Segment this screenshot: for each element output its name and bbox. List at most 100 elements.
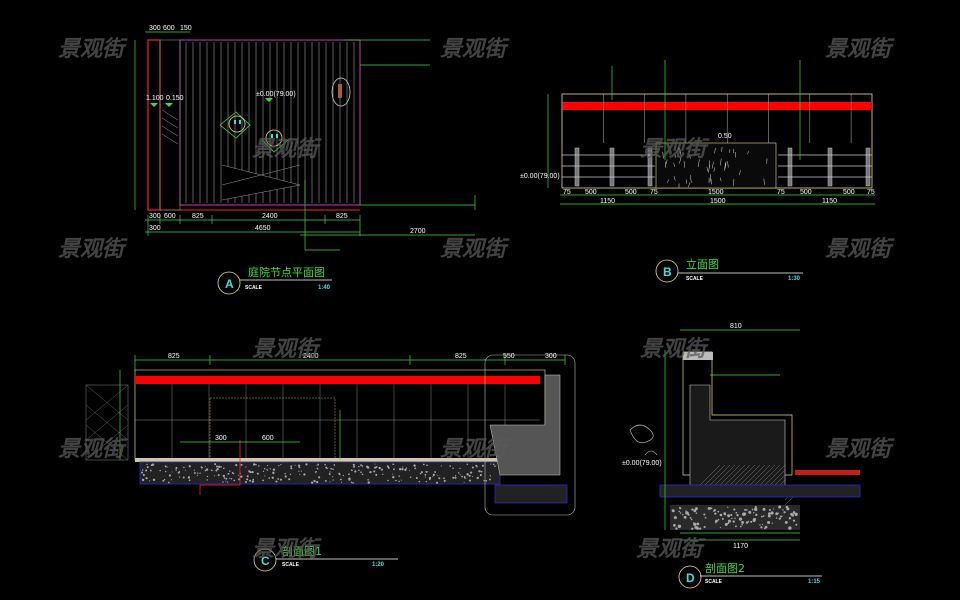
gravel bbox=[794, 512, 798, 516]
gravel bbox=[762, 507, 766, 511]
gravel bbox=[792, 519, 796, 522]
gravel bbox=[741, 520, 745, 524]
gravel bbox=[398, 480, 400, 483]
gravel bbox=[672, 510, 674, 512]
gravel bbox=[214, 463, 217, 466]
gravel bbox=[730, 513, 733, 517]
gravel bbox=[240, 475, 243, 478]
gravel bbox=[791, 513, 795, 517]
gravel bbox=[340, 478, 342, 481]
gravel bbox=[479, 473, 482, 477]
dim-label: 500 bbox=[843, 189, 855, 196]
watermarks: 景观街 景观街 景观街 景观街 景观街 景观街 景观街 景观街 景观街 景观街 … bbox=[58, 37, 895, 562]
gravel bbox=[183, 466, 185, 469]
gravel bbox=[428, 476, 432, 480]
gravel bbox=[225, 477, 228, 480]
dim-label: 600 bbox=[262, 435, 274, 442]
dim-label: 1150 bbox=[822, 198, 837, 205]
gravel bbox=[778, 517, 781, 520]
gravel bbox=[736, 514, 739, 517]
gravel bbox=[466, 463, 468, 466]
gravel bbox=[696, 522, 700, 526]
gravel bbox=[268, 477, 271, 479]
gravel bbox=[206, 475, 209, 478]
gravel bbox=[275, 480, 278, 483]
level-marker-icon bbox=[150, 103, 173, 107]
gravel bbox=[170, 479, 173, 481]
gravel bbox=[328, 473, 331, 475]
gravel bbox=[210, 469, 213, 472]
gravel bbox=[230, 478, 233, 480]
gravel bbox=[338, 472, 341, 475]
gravel bbox=[471, 475, 474, 478]
scale-label: SCALE bbox=[282, 562, 300, 568]
dim-label: 825 bbox=[336, 213, 348, 220]
watermark: 景观街 bbox=[58, 237, 128, 262]
elevation-level-top: 0.50 bbox=[718, 133, 732, 140]
gravel bbox=[734, 517, 736, 520]
gravel bbox=[182, 476, 185, 479]
watermark: 景观街 bbox=[252, 337, 322, 362]
gravel bbox=[272, 468, 276, 471]
rock-crack bbox=[662, 151, 664, 159]
panel-b-elevation: 75 500 500 75 1500 75 500 500 75 1150 15… bbox=[520, 60, 875, 283]
gravel bbox=[142, 473, 145, 477]
rock-crack bbox=[732, 179, 735, 187]
elevation-railings bbox=[562, 154, 872, 178]
gravel-texture bbox=[141, 463, 496, 484]
gravel bbox=[452, 476, 455, 479]
gravel bbox=[246, 478, 249, 481]
gravel bbox=[266, 464, 269, 467]
gravel bbox=[175, 466, 178, 470]
gravel bbox=[165, 470, 167, 473]
gravel bbox=[398, 475, 400, 477]
gravel bbox=[145, 477, 148, 480]
dim-label: 300 bbox=[545, 353, 557, 360]
gravel bbox=[735, 511, 738, 514]
watermark: 景观街 bbox=[58, 37, 128, 62]
gravel bbox=[475, 464, 478, 467]
gravel bbox=[754, 507, 758, 512]
gravel bbox=[393, 468, 395, 471]
gravel bbox=[704, 516, 707, 519]
post bbox=[647, 147, 653, 187]
panel-a-letter: A bbox=[225, 277, 234, 291]
gravel bbox=[350, 481, 353, 484]
watermark: 景观街 bbox=[58, 437, 128, 462]
gravel bbox=[168, 474, 172, 477]
gravel bbox=[760, 515, 763, 518]
gravel bbox=[795, 523, 798, 526]
gravel bbox=[471, 466, 474, 469]
gravel bbox=[193, 469, 195, 471]
section-d-coping bbox=[683, 352, 713, 360]
rock-crack bbox=[713, 167, 716, 172]
gravel bbox=[425, 471, 428, 473]
dim-label: 1170 bbox=[733, 543, 748, 550]
gravel bbox=[427, 471, 429, 473]
gravel-texture bbox=[671, 505, 798, 530]
gravel bbox=[764, 525, 768, 529]
gravel bbox=[329, 481, 331, 483]
gravel bbox=[252, 478, 255, 481]
gravel bbox=[405, 467, 408, 469]
gravel bbox=[707, 507, 711, 510]
gravel bbox=[392, 476, 395, 479]
gravel bbox=[693, 509, 697, 513]
watermark: 景观街 bbox=[825, 37, 895, 62]
gravel bbox=[773, 508, 775, 510]
gravel bbox=[424, 476, 426, 478]
plan-stone-pattern bbox=[161, 109, 301, 201]
mesh-pattern bbox=[85, 384, 129, 461]
watermark: 景观街 bbox=[640, 137, 710, 162]
watermark: 景观街 bbox=[636, 537, 706, 562]
dim-label: 500 bbox=[800, 189, 812, 196]
gravel bbox=[693, 522, 697, 526]
gravel bbox=[780, 515, 783, 518]
dim-label: 2700 bbox=[410, 228, 426, 235]
gravel bbox=[443, 479, 446, 482]
section-c-paving bbox=[135, 458, 500, 462]
gravel bbox=[747, 520, 750, 523]
gravel bbox=[375, 473, 378, 476]
gravel bbox=[752, 517, 757, 522]
gravel bbox=[175, 469, 177, 471]
